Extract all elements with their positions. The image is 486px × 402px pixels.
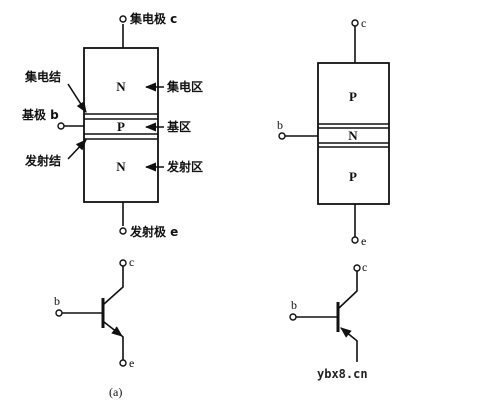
pnp-symbol-emitter-arrow — [340, 327, 357, 341]
npn-emitter-junction-label: 发射结 — [24, 153, 61, 168]
npn-collector-layer: N — [116, 79, 126, 94]
pnp-base-terminal-label: b — [277, 118, 283, 132]
pnp-emitter-layer: P — [349, 169, 357, 184]
npn-structure: 集电极 c N P N 基极 b 集电结 发射结 集电区 基区 发射区 发射极 … — [21, 11, 203, 239]
npn-base-region-label: 基区 — [166, 119, 191, 134]
npn-emitter-terminal-label: 发射极 e — [129, 224, 178, 239]
pnp-collector-terminal-dot — [351, 19, 359, 27]
pnp-symbol-base-dot — [289, 313, 297, 321]
pnp-collector-terminal-label: c — [361, 16, 366, 30]
npn-symbol-base-label: b — [54, 294, 60, 308]
pnp-symbol-emitter-lead — [355, 339, 358, 362]
pnp-structure: c P N P b e — [277, 16, 390, 248]
npn-base-terminal-dot — [57, 122, 65, 130]
pnp-symbol: b c — [289, 260, 367, 362]
pnp-base-layer: N — [348, 128, 358, 143]
pnp-symbol-base-label: b — [291, 298, 297, 312]
pnp-emitter-terminal-dot — [351, 236, 359, 244]
pnp-symbol-collector-label: c — [362, 260, 367, 274]
pnp-collector-layer: P — [349, 89, 357, 104]
npn-base-terminal-label: 基极 b — [21, 107, 59, 122]
emitter-junction-arrow — [67, 139, 87, 160]
npn-symbol-emitter-label: e — [129, 356, 134, 370]
npn-symbol-emitter-dot — [119, 359, 127, 367]
pnp-symbol-collector-dot — [353, 264, 361, 272]
npn-collector-region-label: 集电区 — [166, 79, 203, 94]
npn-symbol-emitter-lead — [121, 335, 124, 360]
npn-emitter-region-label: 发射区 — [166, 159, 203, 174]
pnp-symbol-collector-lead — [338, 271, 358, 309]
pnp-emitter-terminal-label: e — [361, 234, 366, 248]
watermark: ybx8.cn — [317, 367, 368, 381]
npn-symbol-emitter-arrow — [103, 321, 123, 337]
figure-caption: (a) — [109, 385, 122, 399]
npn-collector-junction-label: 集电结 — [24, 69, 61, 84]
npn-emitter-terminal-dot — [119, 227, 127, 235]
npn-symbol: b c e (a) — [54, 255, 134, 399]
npn-collector-terminal-label: 集电极 c — [129, 11, 177, 26]
npn-collector-terminal-dot — [119, 15, 127, 23]
npn-base-layer: P — [117, 119, 125, 134]
npn-symbol-collector-label: c — [129, 255, 134, 269]
npn-symbol-base-dot — [55, 309, 63, 317]
pnp-die-outline — [317, 62, 390, 205]
pnp-base-terminal-dot — [278, 132, 286, 140]
collector-junction-arrow — [67, 83, 87, 113]
npn-symbol-collector-dot — [119, 259, 127, 267]
npn-emitter-layer: N — [116, 159, 126, 174]
npn-symbol-collector-lead — [103, 266, 124, 305]
